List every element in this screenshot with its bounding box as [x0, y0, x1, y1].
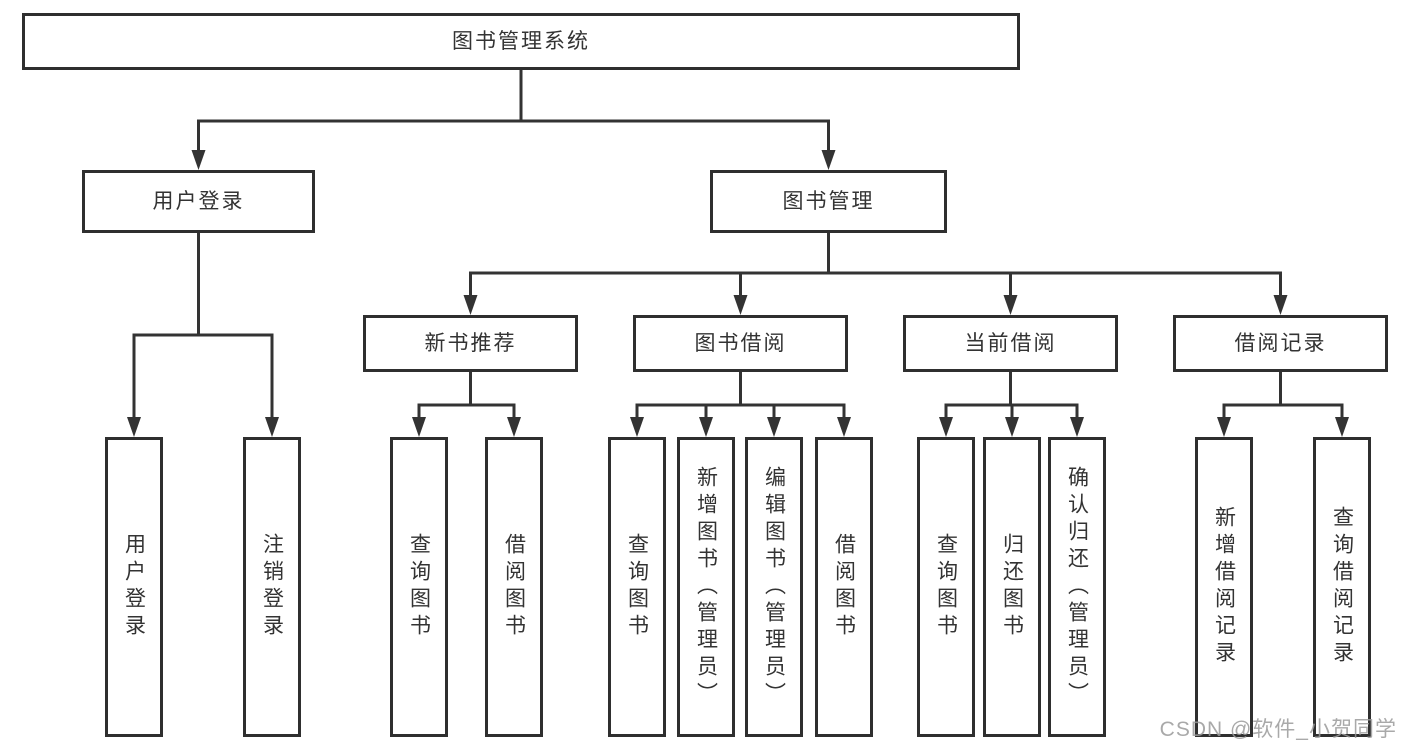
- node-query-borrow-record: 查询借阅记录: [1313, 437, 1371, 737]
- node-new-book-recommendation: 新书推荐: [363, 315, 578, 372]
- node-borrow-books-borrowing: 借阅图书: [815, 437, 873, 737]
- node-add-books-admin: 新增图书（管理员）: [677, 437, 735, 737]
- node-book-management: 图书管理: [710, 170, 947, 233]
- node-query-books-current: 查询图书: [917, 437, 975, 737]
- node-confirm-return-admin: 确认归还（管理员）: [1048, 437, 1106, 737]
- csdn-watermark: CSDN @软件_小贺同学: [1159, 718, 1397, 741]
- node-borrow-books-recommend: 借阅图书: [485, 437, 543, 737]
- node-logout-leaf: 注销登录: [243, 437, 301, 737]
- node-user-login-leaf: 用户登录: [105, 437, 163, 737]
- node-return-books: 归还图书: [983, 437, 1041, 737]
- node-current-borrowing: 当前借阅: [903, 315, 1118, 372]
- node-library-system: 图书管理系统: [22, 13, 1020, 70]
- node-add-borrow-record: 新增借阅记录: [1195, 437, 1253, 737]
- node-borrowing-records: 借阅记录: [1173, 315, 1388, 372]
- node-query-books-recommend: 查询图书: [390, 437, 448, 737]
- node-user-login: 用户登录: [82, 170, 315, 233]
- node-edit-books-admin: 编辑图书（管理员）: [745, 437, 803, 737]
- node-book-borrowing: 图书借阅: [633, 315, 848, 372]
- node-query-books-borrowing: 查询图书: [608, 437, 666, 737]
